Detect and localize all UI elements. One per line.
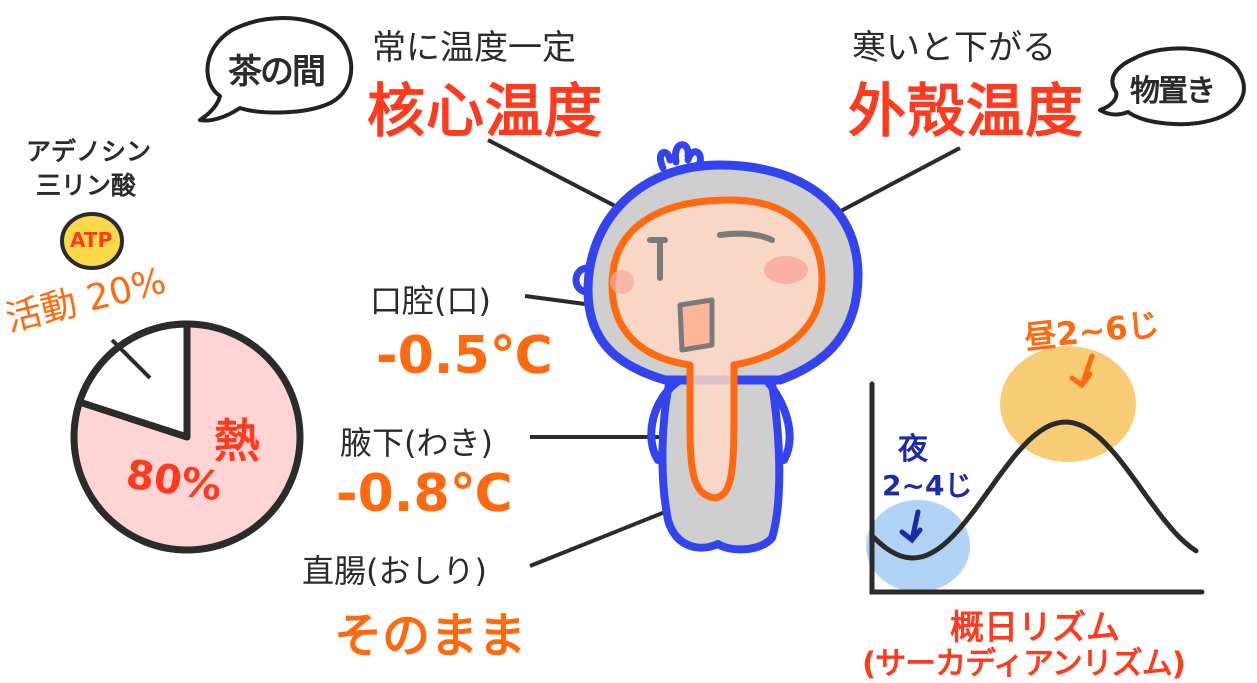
bubble-right-text: 物置き [1130,74,1216,109]
atp-name-line1: アデノシン [26,137,152,166]
core-caption: 常に温度一定 [372,28,576,68]
night-arrow [899,509,923,544]
shell-pointer-line [819,146,961,224]
mouth-site: 口腔(口) [370,282,491,320]
ear-hint [572,264,589,296]
eye-left [647,237,668,281]
axes [869,381,1205,595]
character-figure [572,141,863,554]
cheek-left [610,270,634,294]
activity-pointer-line [110,338,152,380]
atp-badge [60,212,124,270]
pie-heat-label: 熱 [214,414,260,468]
atp-name-line2: 三リン酸 [36,171,137,200]
shell-caption: 寒いと下がる [852,28,1056,68]
left-arm [647,376,684,464]
eye-right [717,230,775,243]
rectum-offset: そのまま [334,608,527,664]
night-time: 2~4じ [882,469,973,502]
core-label: 核心温度 [367,77,604,145]
armpit-offset: -0.8℃ [336,464,513,524]
atp-pie-chart [70,320,304,554]
rhythm-curve [871,419,1199,561]
armpit-site: 腋下(わき) [340,424,493,462]
night-glow [866,500,970,592]
peak-arrow [1069,353,1095,389]
rectum-site: 直腸(おしり) [302,552,487,590]
cheek-right [764,256,808,284]
circadian-title: 概日リズム [950,608,1120,648]
pie-activity-slice [76,320,191,441]
mouth-offset: -0.5℃ [376,326,553,386]
right-arm [764,378,794,464]
atp-badge-text: ATP [70,228,113,252]
circadian-subtitle: (サーカディアンリズム) [862,646,1186,682]
night-word: 夜 [898,432,928,467]
bubble-right-shape [1098,46,1246,127]
bubble-left-shape [198,16,354,123]
shell-label: 外殻温度 [848,77,1085,145]
mouth [677,297,715,353]
bubble-left-text: 茶の間 [228,52,326,92]
peak-glow [1000,346,1136,462]
circadian-chart [866,346,1205,595]
